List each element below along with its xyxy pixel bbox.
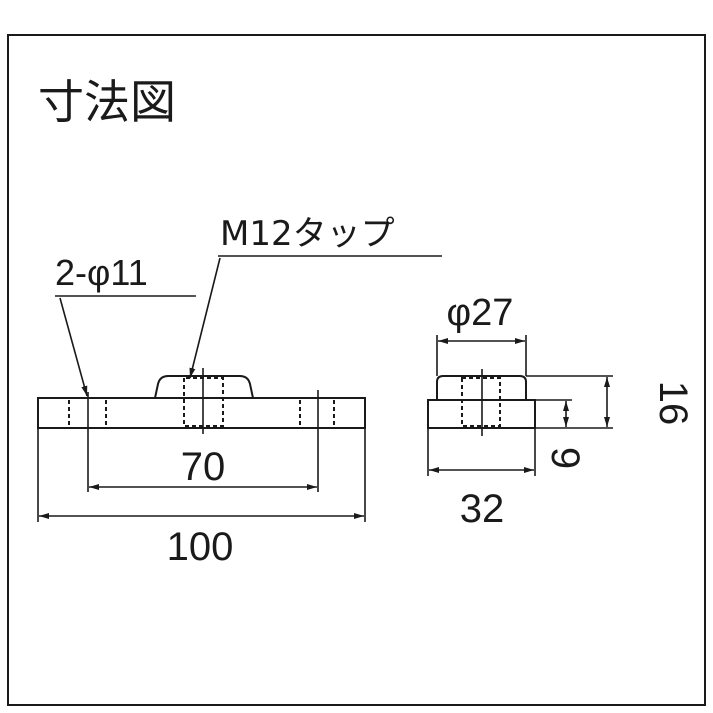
front-view: 70 100 2-φ11 M12タップ: [37, 214, 442, 569]
front-base: [37, 397, 366, 429]
width-dim-label: 32: [460, 487, 505, 531]
side-view: φ27 32 16 9: [427, 292, 695, 531]
length-dim-label: 100: [167, 525, 234, 569]
tap-label: M12タップ: [220, 214, 395, 254]
drawing-frame: [7, 34, 706, 706]
height-dim-label: 16: [651, 381, 695, 426]
tap-leader: [189, 257, 221, 379]
hole-leader: [59, 297, 88, 397]
boss-dia-label: φ27: [447, 292, 514, 334]
pitch-dim-label: 70: [181, 445, 226, 489]
hole-label: 2-φ11: [55, 252, 148, 293]
thickness-dim-label: 9: [543, 447, 587, 469]
drawing-title: 寸法図: [38, 75, 176, 129]
front-boss: [154, 375, 254, 399]
